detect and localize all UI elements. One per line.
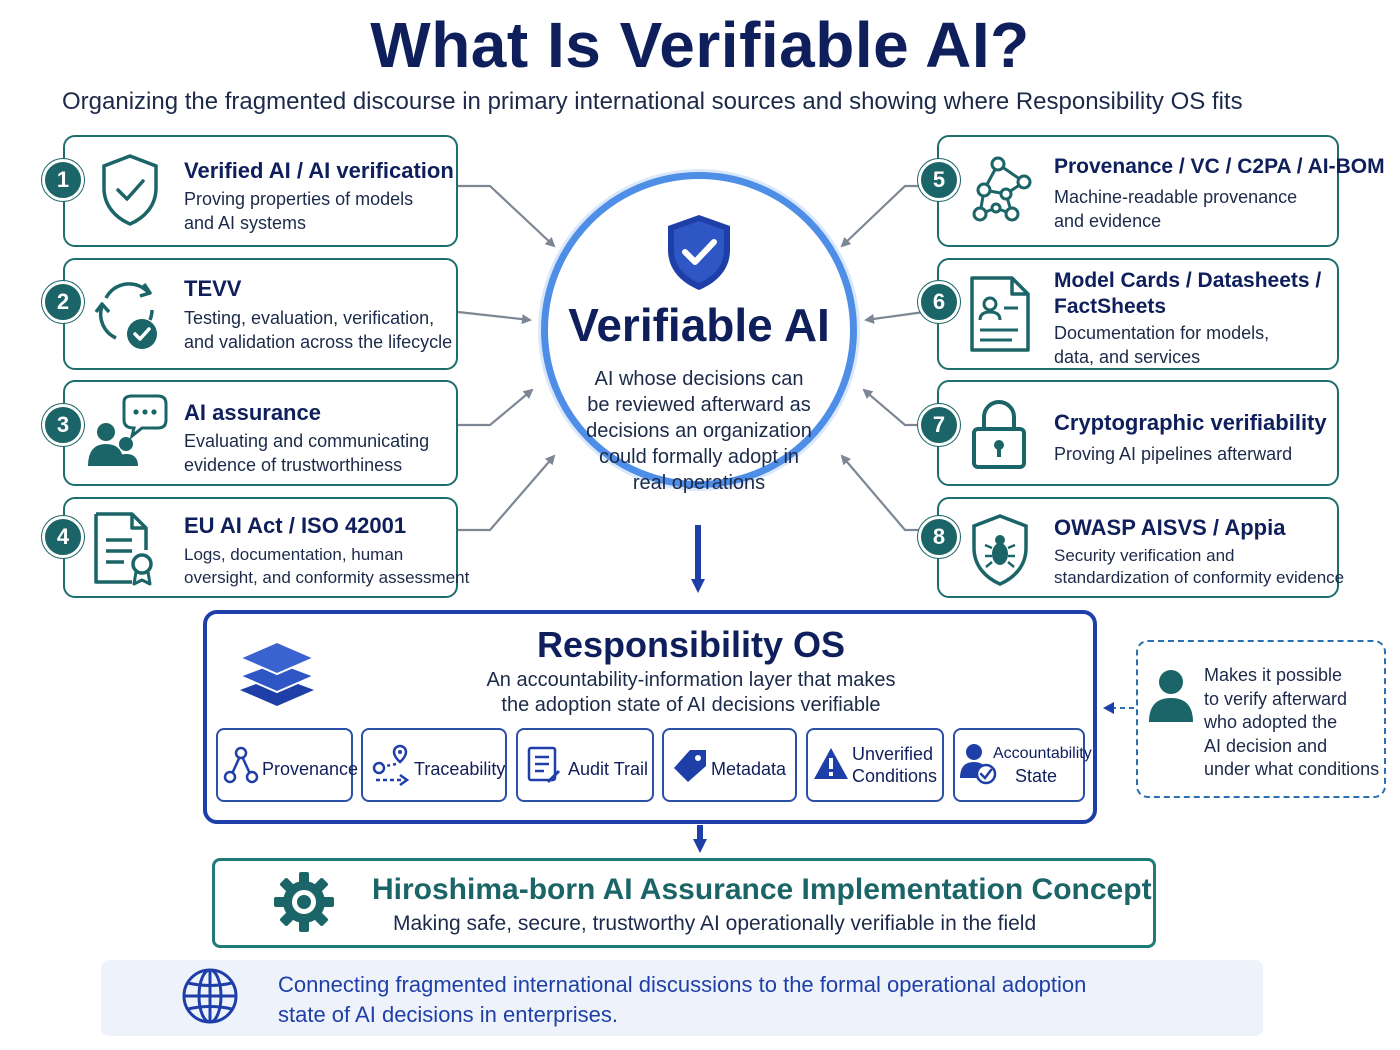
badge-5: 5 <box>918 159 960 201</box>
center-title: Verifiable AI <box>568 299 830 351</box>
document-certificate-icon <box>94 512 153 586</box>
arrow-2 <box>457 310 532 325</box>
globe-icon <box>182 968 238 1024</box>
badge-6: 6 <box>918 281 960 323</box>
card-2-desc: Testing, evaluation, verification,and va… <box>184 308 453 352</box>
tag-icon <box>674 750 706 782</box>
badge-1: 1 <box>42 159 84 201</box>
network-graph-icon <box>972 156 1032 222</box>
hiroshima-desc: Making safe, secure, trustworthy AI oper… <box>393 912 1037 935</box>
cycle-check-icon <box>94 282 157 349</box>
card-3-title: AI assurance <box>184 400 321 425</box>
card-1 <box>63 135 458 247</box>
person-check-icon <box>960 744 997 785</box>
card-7-desc: Proving AI pipelines afterward <box>1054 444 1293 464</box>
badge-4: 4 <box>42 516 84 558</box>
page-title: What Is Verifiable AI? <box>370 9 1030 81</box>
arrow-4 <box>458 454 556 532</box>
responsibility-os-desc: An accountability-information layer that… <box>486 669 896 716</box>
responsibility-os-title: Responsibility OS <box>536 624 846 665</box>
arrow-1 <box>458 184 556 248</box>
card-7-title: Cryptographic verifiability <box>1054 410 1327 435</box>
padlock-icon <box>972 400 1026 469</box>
arrow-6 <box>864 310 925 324</box>
arrow-5 <box>840 184 924 248</box>
traceability-icon <box>372 744 410 786</box>
chip-metadata <box>662 728 797 802</box>
card-2 <box>63 258 458 370</box>
shield-check-icon <box>668 215 730 290</box>
footer-banner <box>101 960 1263 1036</box>
chip-label-provenance: Provenance <box>262 759 359 779</box>
card-5-title: Provenance / VC / C2PA / AI-BOM <box>1054 155 1385 178</box>
card-1-title: Verified AI / AI verification <box>184 158 454 183</box>
warning-icon <box>814 748 848 779</box>
layers-icon <box>237 640 317 706</box>
profile-document-icon <box>970 276 1030 352</box>
person-icon <box>1149 670 1193 722</box>
card-6-desc: Documentation for models,data, and servi… <box>1054 323 1270 367</box>
footer-text: Connecting fragmented international disc… <box>278 972 1087 1027</box>
card-2-title: TEVV <box>184 276 242 301</box>
chip-provenance <box>216 728 353 802</box>
people-chat-icon <box>88 394 168 466</box>
badge-8: 8 <box>918 516 960 558</box>
hiroshima-concept-box <box>212 858 1156 948</box>
gear-icon <box>274 872 334 932</box>
arrow-3 <box>458 388 534 427</box>
chip-traceability <box>361 728 507 802</box>
audit-trail-icon <box>527 746 561 784</box>
arrow-8 <box>840 454 924 532</box>
hiroshima-title: Hiroshima-born AI Assurance Implementati… <box>372 873 1152 906</box>
page-subtitle: Organizing the fragmented discourse in p… <box>62 88 1243 115</box>
badge-7: 7 <box>918 404 960 446</box>
chip-label-traceability: Traceability <box>414 759 506 779</box>
badge-2: 2 <box>42 281 84 323</box>
chip-label-metadata: Metadata <box>711 759 787 779</box>
card-6-title: Model Cards / Datasheets /FactSheets <box>1054 269 1322 318</box>
card-4-title: EU AI Act / ISO 42001 <box>184 513 407 538</box>
card-8-title: OWASP AISVS / Appia <box>1054 515 1286 540</box>
badge-3: 3 <box>42 404 84 446</box>
arrow-7 <box>862 388 924 427</box>
provenance-icon <box>223 746 259 784</box>
shield-bug-icon <box>972 514 1028 586</box>
chip-label-audit-trail: Audit Trail <box>568 759 649 779</box>
shield-check-icon <box>102 154 158 226</box>
